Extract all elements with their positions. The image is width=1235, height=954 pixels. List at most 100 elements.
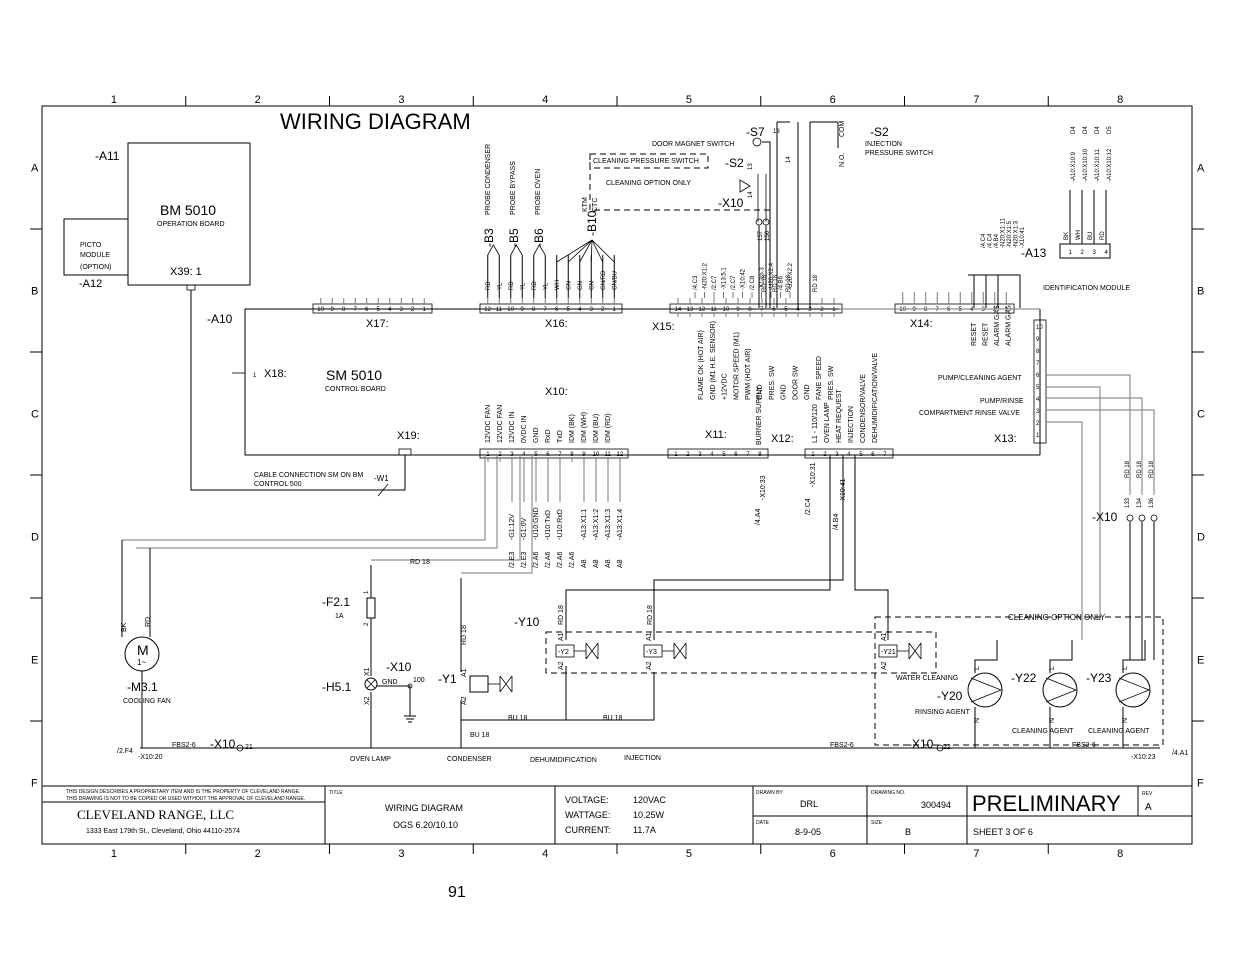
x16-label: X16: <box>545 318 568 330</box>
no-label: N.O. <box>839 153 846 167</box>
f21-label: -F2.1 <box>322 595 350 609</box>
col-label-bottom: 5 <box>686 848 692 860</box>
bu18-2: BU 18 <box>603 715 623 722</box>
x15-pin: 6 <box>772 307 776 313</box>
company-name: CLEVELAND RANGE, LLC <box>77 807 234 822</box>
y22-label: -Y22 <box>1011 671 1037 685</box>
pump-symbol <box>970 677 1003 703</box>
valve-a1: A1 <box>558 632 565 641</box>
probe-junction <box>510 244 523 256</box>
cleaning-option-label: CLEANING OPTION ONLY <box>606 180 691 187</box>
probe-junction <box>487 244 500 256</box>
x19-connector <box>398 448 412 456</box>
y20-label: -Y20 <box>937 689 963 703</box>
probe-wire-color: RD <box>486 281 492 290</box>
x12-signal: CONDENSOR/VALVE <box>860 374 867 443</box>
compartment-rinse-valve: COMPARTMENT RINSE VALVE <box>919 410 1020 417</box>
col-label-top: 5 <box>686 94 692 106</box>
x15-signal: GND (M1 H.E. SENSOR) <box>710 321 717 400</box>
b3-label: -B3 <box>482 228 496 247</box>
col-label-bottom: 6 <box>830 848 836 860</box>
y2-rd18: RD 18 <box>558 605 565 625</box>
x10-ref-bottom: /2.A6 <box>557 552 564 568</box>
x15-pin: 8 <box>748 307 752 313</box>
sm5010-desc: CONTROL BOARD <box>325 386 386 393</box>
bus-x10-label-left: -X10 <box>210 737 236 751</box>
y10-label: -Y10 <box>514 615 540 629</box>
x16-pin: 9 <box>521 307 525 313</box>
x12-pin: 5 <box>859 452 863 458</box>
pump-n: N <box>1122 718 1129 723</box>
size-value: B <box>905 827 911 837</box>
x15-ref: /2.C8 <box>750 275 756 290</box>
date-label: DATE <box>756 820 770 826</box>
x13-pin: 3 <box>1036 409 1040 415</box>
x13-pin: 10 <box>1036 325 1043 331</box>
pump-cleaning-agent: PUMP/CLEANING AGENT <box>938 375 1022 382</box>
rinsing-agent-label: RINSING AGENT <box>915 709 971 716</box>
x15-signal: +12VDC <box>722 373 729 400</box>
x16-strip <box>479 303 623 314</box>
a13-label: -A13 <box>1021 246 1047 260</box>
ident-pin: 1 <box>1069 250 1073 256</box>
cleaning-pressure-label: CLEANING PRESSURE SWITCH <box>593 158 699 165</box>
valve-symbol <box>662 642 687 660</box>
x17-label: X17: <box>366 318 389 330</box>
x10-pin: 8 <box>570 452 574 458</box>
x15-signal: GND <box>781 384 788 400</box>
right-pin: 133 <box>1125 497 1131 508</box>
col-label-top: 2 <box>255 94 261 106</box>
door-magnet-label: DOOR MAGNET SWITCH <box>652 141 734 148</box>
x16-pin: 2 <box>601 307 605 313</box>
notice-2: THIS DRAWING IS NOT TO BE COPIED OR USED… <box>66 796 305 802</box>
probe-oven: PROBE OVEN <box>535 169 542 215</box>
valve-a1: A1 <box>646 632 653 641</box>
y10-valve-group <box>545 631 937 674</box>
pump-wires <box>1049 640 1073 748</box>
x15-signal: PRES. SW <box>769 365 776 400</box>
x10-pin: 6 <box>546 452 550 458</box>
cooling-fan-label: COOLING FAN <box>123 698 171 705</box>
x39-label: X39: 1 <box>170 266 202 278</box>
x15-pin: 14 <box>675 307 682 313</box>
x14-ref: -N20:X1:5 <box>1007 220 1013 248</box>
picto-line1: PICTO <box>80 242 102 249</box>
x14-ref: /4.B4 <box>994 233 1000 248</box>
x10-pin: 9 <box>582 452 586 458</box>
rd18-lamp: RD 18 <box>410 559 430 566</box>
row-label-left: C <box>31 409 39 421</box>
x14-label: X14: <box>910 318 933 330</box>
row-label-right: D <box>1197 532 1205 544</box>
x17-pin: 8 <box>342 307 346 313</box>
x19-label: X19: <box>397 430 420 442</box>
valve-supply-wires <box>565 455 889 720</box>
pump-motor <box>1042 672 1078 708</box>
x17-pin: 1 <box>423 307 427 313</box>
probe-wire-color: GN <box>566 281 572 290</box>
f21-rating: 1A <box>335 613 344 620</box>
pump-symbol <box>1118 677 1151 703</box>
col-label-bottom: 7 <box>973 848 979 860</box>
x2-pin: X2 <box>364 696 371 705</box>
y1-valve-symbol <box>488 675 513 693</box>
col-label-top: 3 <box>398 94 404 106</box>
picto-line3: (OPTION) <box>80 264 112 271</box>
x10-label: X10: <box>545 386 568 398</box>
title-line-2: OGS 6.20/10.10 <box>393 820 458 830</box>
valve-a2: A2 <box>646 661 653 670</box>
x10-ref-bottom: A8 <box>581 559 588 568</box>
fbs-right: FBS2-6 <box>1072 742 1096 749</box>
x14-signal: ALARM GAS <box>994 305 1001 346</box>
picto-module <box>63 218 129 276</box>
col-label-top: 6 <box>830 94 836 106</box>
fbs-mid: FBS2-6 <box>830 742 854 749</box>
x11-pin: 8 <box>758 452 762 458</box>
right-pin: 136 <box>1149 497 1155 508</box>
fuse-pin-1: 1 <box>364 590 370 594</box>
x10-signal: IDM (BU) <box>593 414 600 443</box>
